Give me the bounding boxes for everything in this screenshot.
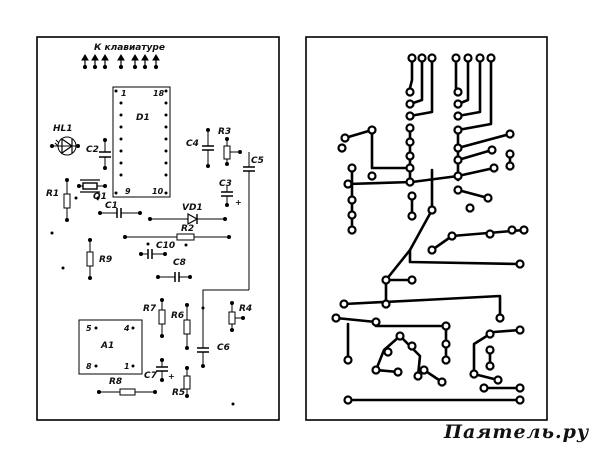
resistor-r9: R9	[86, 238, 112, 280]
svg-text:C6: C6	[217, 343, 230, 353]
d1-pin-1: 1	[121, 89, 127, 98]
svg-text:C7: C7	[144, 371, 158, 381]
svg-text:+: +	[235, 198, 242, 207]
a1-ref: A1	[100, 341, 114, 351]
capacitor-c2: C2	[86, 138, 111, 170]
capacitor-c4: C4	[186, 128, 214, 168]
svg-text:R7: R7	[143, 304, 157, 314]
crystal-q1: Q1	[77, 179, 107, 202]
capacitor-c6: C6	[197, 343, 230, 368]
svg-text:HL1: HL1	[53, 124, 73, 134]
d1-pin-18: 18	[153, 89, 165, 98]
svg-text:C5: C5	[251, 156, 264, 166]
svg-text:Q1: Q1	[93, 192, 107, 202]
d1-pin-10: 10	[152, 187, 164, 196]
keyboard-pin	[101, 54, 109, 70]
keyboard-pin	[131, 54, 139, 70]
resistor-r6: R6	[171, 303, 191, 350]
module-a1: A1 5 4 8 1	[78, 319, 143, 375]
diode-vd1: VD1	[148, 203, 227, 226]
wire-c5-to-c6	[202, 289, 249, 345]
svg-text:R8: R8	[109, 377, 122, 387]
svg-text:+: +	[168, 372, 175, 381]
a1-pin-8: 8	[86, 362, 92, 371]
svg-text:R4: R4	[239, 304, 252, 314]
keyboard-pin	[152, 54, 160, 70]
led-hl1: HL1	[50, 124, 80, 156]
keyboard-label: К клавиатуре	[94, 43, 165, 53]
svg-text:C3: C3	[219, 179, 232, 189]
a1-pin-1: 1	[124, 362, 130, 371]
resistor-r4: R4	[228, 301, 252, 332]
svg-text:C4: C4	[186, 139, 199, 149]
copper-pads	[331, 53, 529, 405]
resistor-r3: R3	[218, 127, 242, 166]
d1-pin-9: 9	[125, 187, 131, 196]
svg-text:C1: C1	[105, 201, 118, 211]
capacitor-c10: C10	[139, 241, 175, 259]
capacitor-c8: C8	[156, 258, 192, 282]
svg-text:C8: C8	[173, 258, 186, 268]
svg-text:C10: C10	[156, 241, 175, 251]
resistor-r7: R7	[143, 298, 166, 338]
d1-ref: D1	[136, 113, 150, 123]
resistor-r1: R1	[46, 178, 71, 222]
svg-text:R9: R9	[99, 255, 112, 265]
resistor-r5: R5	[172, 366, 191, 398]
resistor-r2: R2	[123, 224, 231, 241]
svg-text:R2: R2	[181, 224, 194, 234]
keyboard-pin	[81, 54, 89, 70]
svg-text:R1: R1	[46, 189, 59, 199]
resistor-r8: R8	[97, 377, 157, 396]
svg-text:R6: R6	[171, 311, 184, 321]
loose-pads	[50, 196, 235, 406]
capacitor-c7: C7 +	[144, 358, 175, 382]
watermark: Паятель.ру	[443, 421, 590, 443]
keyboard-connector-pins	[81, 54, 160, 70]
a1-pin-5: 5	[86, 324, 92, 333]
capacitor-c5: C5	[243, 152, 264, 290]
svg-text:VD1: VD1	[182, 203, 203, 213]
keyboard-pin	[91, 54, 99, 70]
keyboard-pin	[117, 54, 125, 70]
capacitor-c1: C1	[98, 201, 142, 218]
keyboard-pin	[141, 54, 149, 70]
a1-pin-4: 4	[123, 324, 130, 333]
component-side-panel	[36, 36, 280, 421]
svg-text:R5: R5	[172, 388, 185, 398]
svg-text:C2: C2	[86, 145, 99, 155]
chip-d1: D1 1 18 9 10	[112, 86, 171, 198]
svg-text:R3: R3	[218, 127, 231, 137]
capacitor-c3: C3 +	[219, 179, 242, 207]
